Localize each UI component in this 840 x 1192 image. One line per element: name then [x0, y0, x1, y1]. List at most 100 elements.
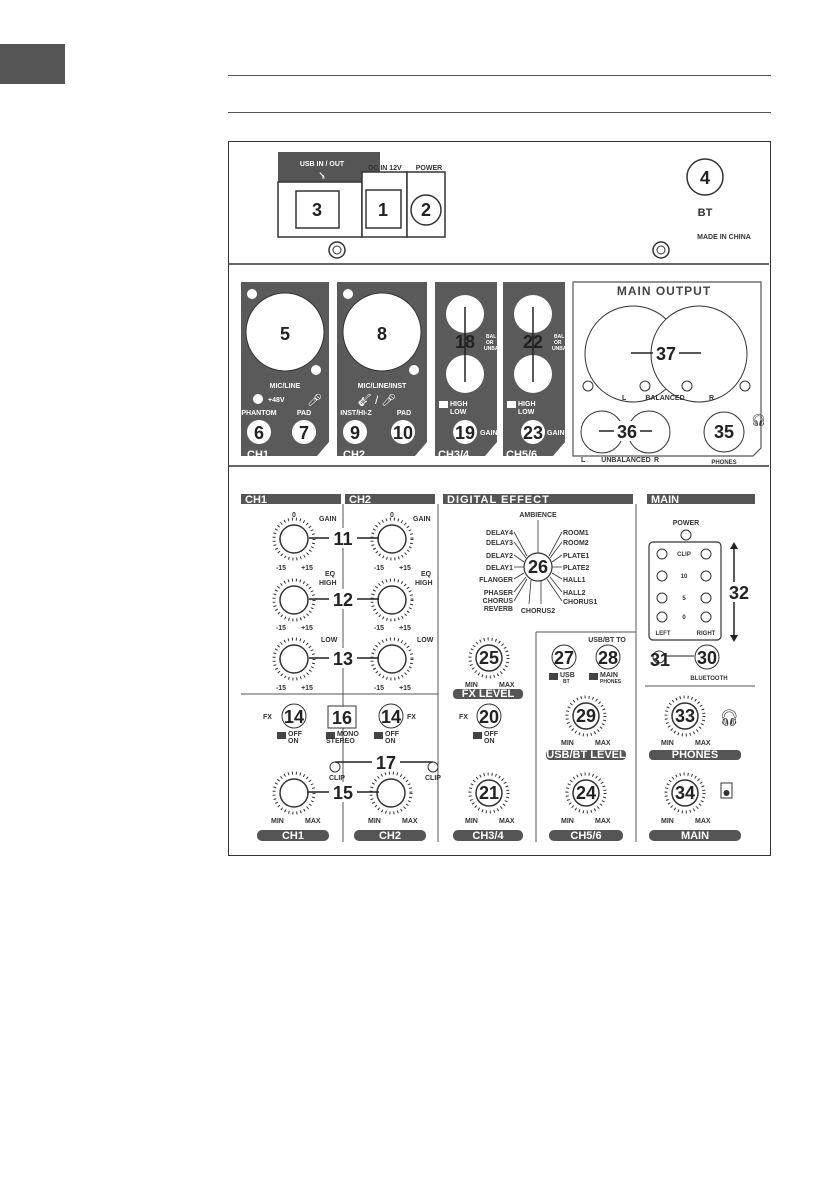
- svg-text:0: 0: [682, 615, 686, 621]
- svg-text:DELAY2: DELAY2: [486, 553, 513, 560]
- svg-text:MAX: MAX: [402, 818, 418, 825]
- svg-text:ON: ON: [484, 738, 495, 745]
- svg-text:DELAY4: DELAY4: [486, 530, 513, 537]
- svg-text:FLANGER: FLANGER: [479, 577, 513, 584]
- svg-text:L: L: [581, 457, 586, 464]
- ch2-inst-hiz-label: INST/HI-Z: [340, 410, 372, 417]
- callout-24: 24: [576, 783, 596, 803]
- svg-text:BAL: BAL: [554, 334, 564, 340]
- svg-text:BLUETOOTH: BLUETOOTH: [690, 676, 727, 682]
- ch1-pad-switch: [292, 420, 316, 444]
- svg-text:MAIN: MAIN: [600, 672, 618, 679]
- dc-in-port: [365, 189, 402, 229]
- ch2-header: CH2: [349, 494, 371, 506]
- main-output-title: MAIN OUTPUT: [617, 284, 711, 298]
- callout-4: 4: [700, 168, 710, 188]
- svg-text:CLIP: CLIP: [425, 775, 441, 782]
- svg-text:MAX: MAX: [695, 740, 711, 747]
- callout-15: 15: [333, 783, 353, 803]
- callout-36: 36: [617, 422, 637, 442]
- svg-text:10: 10: [681, 574, 688, 580]
- svg-text:MIN: MIN: [368, 818, 381, 825]
- svg-text:FX: FX: [407, 714, 416, 721]
- svg-text:L: L: [622, 395, 627, 402]
- digital-effect-header: DIGITAL EFFECT: [447, 494, 550, 506]
- callout-34: 34: [675, 783, 695, 803]
- svg-text:MAX: MAX: [595, 818, 611, 825]
- ch1-pad-label: PAD: [297, 410, 311, 417]
- svg-text:HALL2: HALL2: [563, 590, 586, 597]
- mixer-diagram-svg: USB IN / OUT ⭸ DC IN 12V POWER 3 1 2 4 B…: [229, 152, 769, 842]
- bt-label: BT: [698, 207, 713, 219]
- callout-7: 7: [299, 423, 309, 443]
- ch2-pad-label: PAD: [397, 410, 411, 417]
- svg-text:USB: USB: [560, 672, 575, 679]
- svg-text:FX LEVEL: FX LEVEL: [462, 688, 515, 700]
- svg-text:MIN: MIN: [661, 818, 674, 825]
- svg-text:PHASER: PHASER: [484, 590, 513, 597]
- svg-text:-15: -15: [276, 625, 286, 632]
- ch2-knobs: GAIN 0 -15 +15 EQ HIGH -15 +15 LOW -15 +…: [370, 512, 434, 692]
- callout-8: 8: [377, 324, 387, 344]
- svg-text:+15: +15: [301, 625, 313, 632]
- svg-text:+15: +15: [399, 565, 411, 572]
- svg-text:MIN: MIN: [561, 818, 574, 825]
- svg-text:HIGH: HIGH: [415, 580, 433, 587]
- svg-text:GAIN: GAIN: [480, 430, 498, 437]
- callout-32: 32: [729, 583, 749, 603]
- usb-port: [295, 190, 340, 229]
- svg-text:R: R: [654, 457, 659, 464]
- power-label: POWER: [416, 165, 442, 172]
- svg-text:UNBAL: UNBAL: [552, 346, 570, 352]
- svg-text:LOW: LOW: [417, 637, 434, 644]
- svg-text:MIN: MIN: [561, 740, 574, 747]
- svg-text:ON: ON: [385, 738, 396, 745]
- ch1-phantom-label: PHANTOM: [241, 410, 276, 417]
- callout-14-ch2: 14: [381, 707, 401, 727]
- svg-text:PHONES: PHONES: [711, 460, 736, 466]
- svg-text:LOW: LOW: [450, 409, 467, 416]
- svg-text:PHONES: PHONES: [600, 679, 622, 685]
- svg-text:LOW: LOW: [321, 637, 338, 644]
- svg-text:PHONES: PHONES: [672, 749, 718, 761]
- usb-in-out-label: USB IN / OUT: [300, 161, 345, 168]
- svg-text:GAIN: GAIN: [413, 516, 431, 523]
- callout-22: 22: [523, 332, 543, 352]
- header-rule-top: [228, 75, 771, 76]
- svg-text:MIN: MIN: [465, 682, 478, 689]
- svg-text:REVERB: REVERB: [484, 606, 513, 613]
- callout-21: 21: [479, 783, 499, 803]
- ch2-xlr-jack: [342, 292, 422, 372]
- callout-23: 23: [523, 423, 543, 443]
- svg-text:MAX: MAX: [305, 818, 321, 825]
- ch2-mic-line-inst-label: MIC/LINE/INST: [358, 383, 407, 390]
- svg-text:CLIP: CLIP: [329, 775, 345, 782]
- svg-text:-15: -15: [374, 685, 384, 692]
- ch1-mic-line-label: MIC/LINE: [270, 383, 301, 390]
- input-panel: 5 MIC/LINE +48V 🎤︎ PHANTOM PAD 6 7 CH1 8…: [229, 281, 769, 467]
- svg-text:HIGH: HIGH: [518, 401, 536, 408]
- ch1-input-label: CH1: [247, 449, 269, 461]
- ch2-input-label: CH2: [343, 449, 365, 461]
- mic-icon: 🎤︎: [381, 393, 396, 407]
- svg-text:FX: FX: [263, 714, 272, 721]
- main-header: MAIN: [651, 494, 679, 506]
- ch34-input-label: CH3/4: [438, 449, 470, 461]
- svg-text:0: 0: [390, 512, 394, 519]
- svg-text:OR: OR: [554, 340, 562, 346]
- svg-text:EQ: EQ: [325, 571, 336, 578]
- callout-14-ch1: 14: [284, 707, 304, 727]
- svg-text:CH1: CH1: [282, 830, 304, 842]
- svg-text:-15: -15: [374, 565, 384, 572]
- svg-text:AMBIENCE: AMBIENCE: [519, 512, 557, 519]
- callout-18: 18: [455, 332, 475, 352]
- callout-10: 10: [393, 423, 413, 443]
- callout-27: 27: [554, 648, 574, 668]
- svg-text:ROOM1: ROOM1: [563, 530, 589, 537]
- ch1-header: CH1: [245, 494, 267, 506]
- svg-text:+15: +15: [301, 685, 313, 692]
- callout-31: 31: [650, 650, 670, 670]
- callout-12: 12: [333, 590, 353, 610]
- ch1-phantom-switch: [247, 420, 271, 444]
- svg-text:HALL1: HALL1: [563, 577, 586, 584]
